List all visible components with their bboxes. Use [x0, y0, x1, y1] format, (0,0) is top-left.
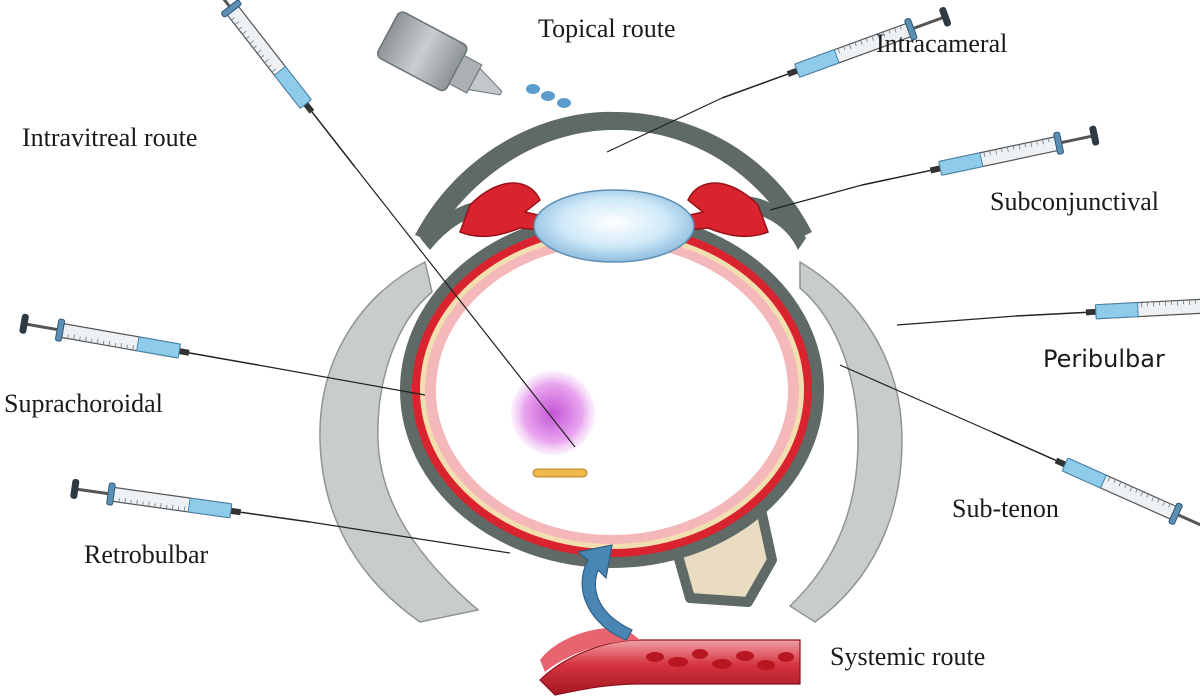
label-sub-tenon: Sub-tenon — [952, 494, 1059, 523]
eye-drops — [526, 84, 571, 108]
label-suprachoroidal: Suprachoroidal — [4, 389, 163, 418]
syringe-intravitreal-icon — [196, 0, 366, 176]
eye-drop-bottle-icon — [376, 11, 503, 96]
label-retrobulbar: Retrobulbar — [84, 540, 209, 569]
syringe-retrobulbar-icon — [68, 476, 314, 535]
label-intracameral: Intracameral — [876, 29, 1007, 58]
syringe-suprachoroidal-icon — [17, 310, 262, 378]
blood-vessel-icon — [539, 627, 801, 696]
orbit-wall-right — [788, 260, 903, 623]
orbit-wall-left — [319, 260, 480, 623]
syringe-subconjunctival-icon — [858, 122, 1102, 198]
label-systemic-route: Systemic route — [830, 642, 985, 671]
drug-deposit — [511, 371, 595, 455]
label-peribulbar: Peribulbar — [1043, 345, 1165, 373]
cornea — [415, 111, 812, 242]
label-topical-route: Topical route — [538, 14, 676, 43]
arrow-icon — [576, 544, 633, 641]
label-intravitreal-route: Intravitreal route — [22, 123, 197, 152]
eyeball — [400, 212, 824, 568]
lens — [533, 189, 695, 263]
intravitreal-implant — [532, 468, 588, 478]
label-subconjunctival: Subconjunctival — [990, 187, 1159, 216]
syringe-peribulbar-icon — [1013, 290, 1200, 329]
